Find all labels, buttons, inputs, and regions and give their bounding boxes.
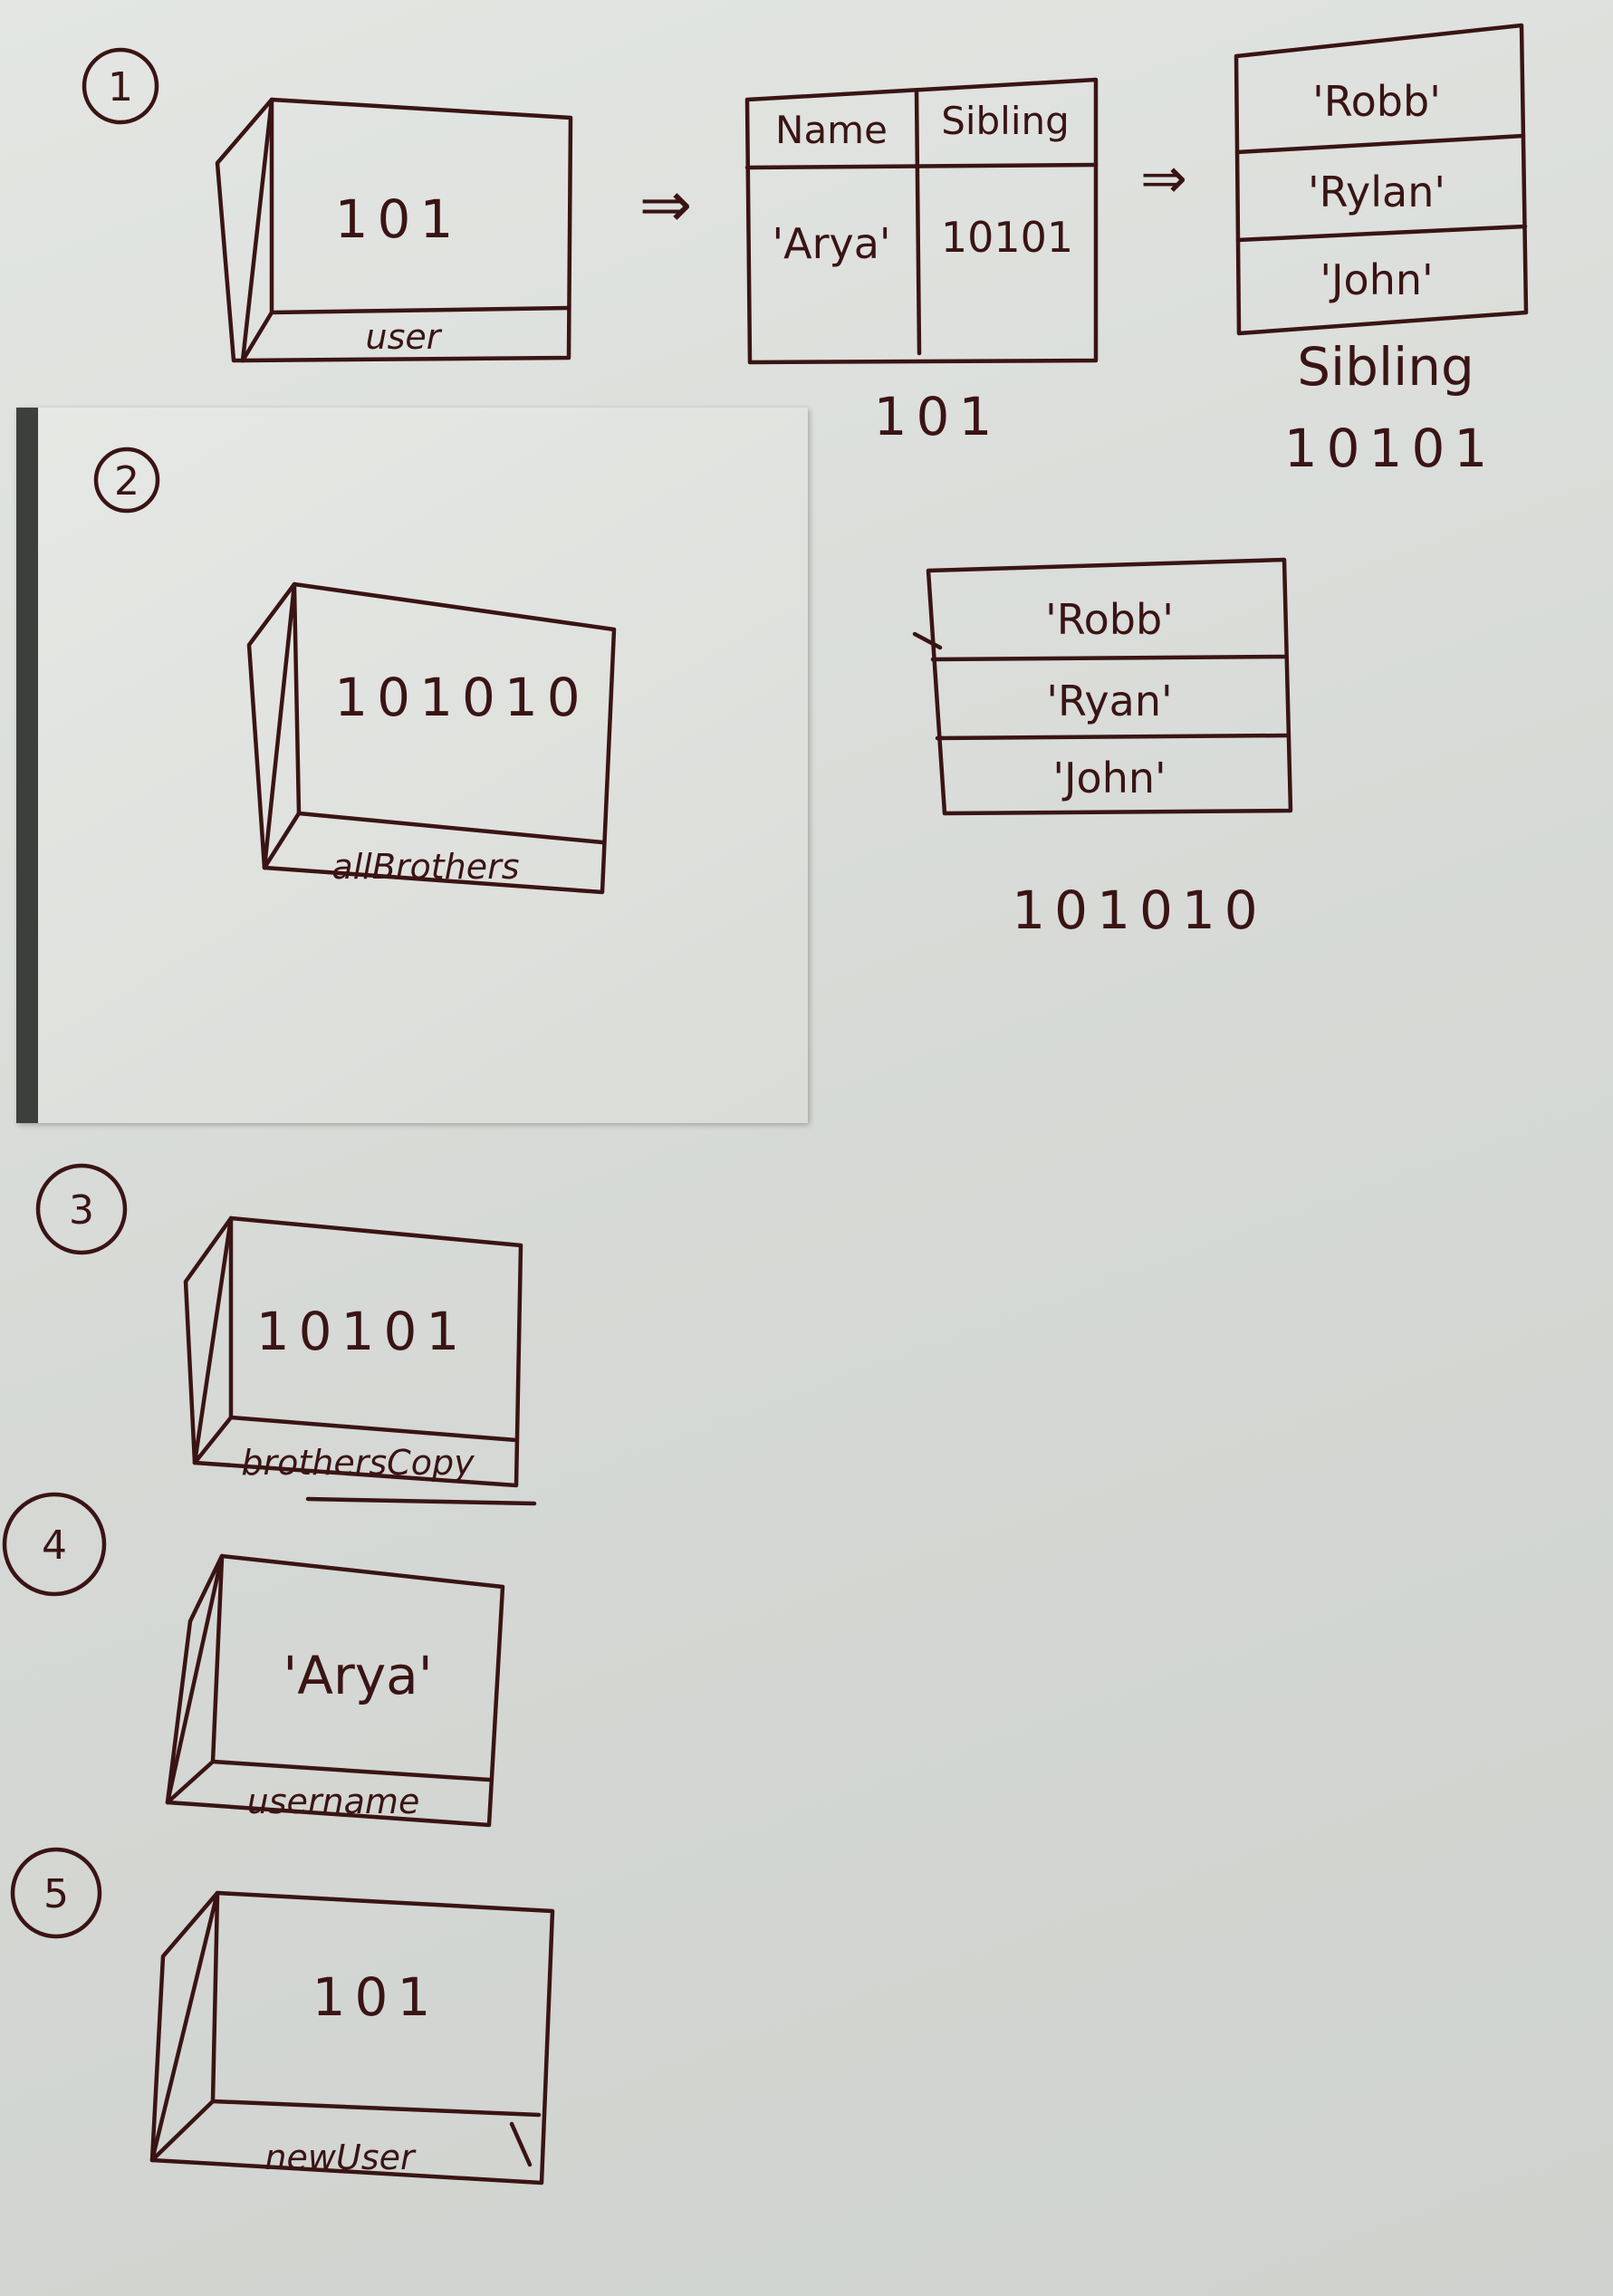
table-cell-name: 'Arya' — [772, 219, 890, 268]
sibling-item-2: 'Rylan' — [1308, 168, 1445, 216]
table-header-name: Name — [775, 108, 888, 152]
sibling-item-3: 'John' — [1320, 255, 1433, 304]
step-number-4: 4 — [42, 1523, 67, 1569]
object-table-101: Name Sibling 'Arya' 10101 101 — [744, 77, 1099, 447]
sibling-list-address: 10101 — [1284, 418, 1497, 479]
brothers-list-address: 101010 — [1012, 879, 1266, 941]
box-value-newuser: 101 — [312, 1966, 440, 2028]
step-marker-2: 2 — [93, 447, 160, 514]
variable-box-brotherscopy: 10101 brothersCopy — [183, 1215, 537, 1506]
box-value-brotherscopy: 10101 — [256, 1301, 469, 1362]
step-marker-3: 3 — [35, 1163, 128, 1255]
box-label-brotherscopy: brothersCopy — [241, 1443, 475, 1483]
variable-box-username: 'Arya' username — [165, 1553, 505, 1828]
brother-item-3: 'John' — [1052, 754, 1166, 802]
paper-patch — [16, 408, 808, 1123]
table-address: 101 — [874, 386, 1002, 447]
brother-item-2: 'Ryan' — [1046, 677, 1172, 725]
sibling-list-10101: 'Robb' 'Rylan' 'John' Sibling 10101 — [1234, 23, 1529, 479]
box-value-username: 'Arya' — [283, 1645, 432, 1706]
brother-item-1: 'Robb' — [1045, 595, 1174, 644]
box-label-allbrothers: allBrothers — [331, 847, 519, 887]
variable-box-user: 101 user — [215, 97, 573, 363]
arrow-1: ⇒ — [639, 168, 693, 242]
step-number-1: 1 — [108, 64, 133, 110]
variable-box-allbrothers: 101010 allBrothers — [246, 581, 617, 895]
step-number-2: 2 — [114, 458, 139, 504]
sibling-list-label: Sibling — [1297, 336, 1474, 398]
table-cell-sibling: 10101 — [941, 213, 1073, 262]
box-label-newuser: newUser — [264, 2137, 417, 2177]
step-number-3: 3 — [69, 1187, 94, 1234]
step-marker-1: 1 — [82, 47, 159, 125]
brothers-list-101010: 'Robb' 'Ryan' 'John' 101010 — [912, 557, 1293, 941]
step-marker-5: 5 — [10, 1847, 102, 1939]
step-marker-4: 4 — [2, 1492, 107, 1597]
box-label-user: user — [366, 317, 443, 357]
step-number-5: 5 — [43, 1871, 69, 1917]
box-value-user: 101 — [335, 188, 463, 250]
sibling-item-1: 'Robb' — [1312, 77, 1441, 126]
variable-box-newuser: 101 newUser — [149, 1890, 555, 2186]
table-header-sibling: Sibling — [941, 99, 1070, 143]
arrow-2: ⇒ — [1140, 145, 1187, 211]
box-value-allbrothers: 101010 — [334, 667, 589, 728]
box-label-username: username — [247, 1782, 420, 1821]
